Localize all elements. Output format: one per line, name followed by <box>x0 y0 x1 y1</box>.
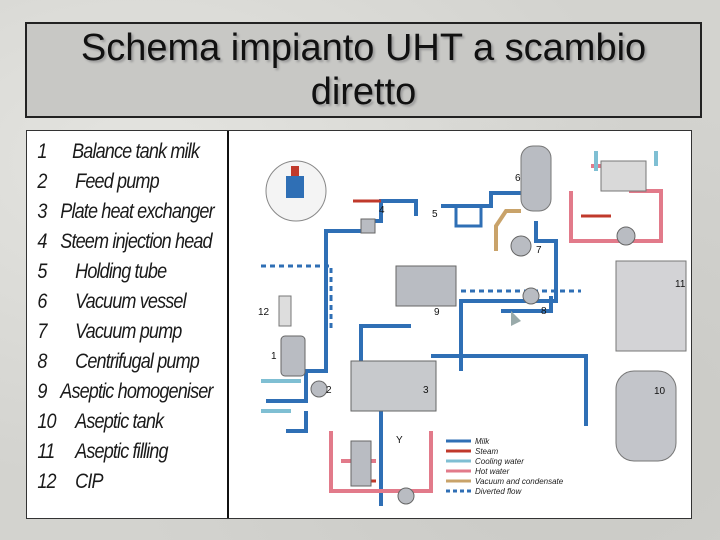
legend-label: Vacuum pump <box>75 320 182 343</box>
uht-plant-figure: 1 Balance tank milk 2 Feed pump 3 Plate heat … <box>26 130 692 519</box>
milk-line <box>286 411 308 433</box>
milk-line <box>501 296 553 313</box>
component-number: 7 <box>536 245 542 256</box>
milk-line <box>441 191 521 208</box>
steam-injection-head <box>360 218 376 234</box>
legend-item: 2 Feed pump <box>27 167 199 197</box>
legend-label: Steem injection head <box>60 230 212 253</box>
flow-key-label: Cooling water <box>475 457 524 466</box>
holding-tube <box>454 204 483 228</box>
milk-line <box>459 221 558 371</box>
legend-number: 10 <box>37 410 56 433</box>
legend-number: 7 <box>37 320 47 343</box>
legend-label: Feed pump <box>75 170 159 193</box>
aseptic-homogeniser <box>395 265 457 307</box>
centrifugal-pump-8 <box>522 287 540 305</box>
legend-label: Aseptic filling <box>75 440 168 463</box>
balance-tank <box>280 335 306 377</box>
milk-lines <box>266 191 588 506</box>
legend-label: Plate heat exchanger <box>60 200 214 223</box>
component-number: 11 <box>675 279 686 290</box>
legend-label: Aseptic homogeniser <box>60 380 213 403</box>
flow-key-label: Milk <box>475 437 490 446</box>
vacuum-vessel <box>520 145 552 212</box>
legend-item: 12 CIP <box>27 467 199 497</box>
legend-item: 1 Balance tank milk <box>27 137 200 167</box>
aseptic-tank <box>615 370 677 462</box>
component-number: 1 <box>271 351 277 362</box>
component-number: 2 <box>326 385 332 396</box>
legend-label: Holding tube <box>75 260 167 283</box>
legend-item: 7 Vacuum pump <box>27 317 199 347</box>
injection-head-steam <box>291 166 299 176</box>
legend-number: 3 <box>37 200 47 223</box>
slide-title-line-2: diretto <box>310 71 417 113</box>
legend-item: 6 Vacuum vessel <box>27 287 199 317</box>
legend-item: 3 Plate heat exchanger <box>27 197 214 227</box>
aseptic-filling-machine <box>615 260 687 352</box>
milk-line <box>359 324 411 371</box>
legend-number: 12 <box>37 470 56 493</box>
legend-number: 9 <box>37 380 47 403</box>
component-number: 9 <box>434 307 440 318</box>
legend-item: 4 Steem injection head <box>27 227 212 257</box>
bottom-heater <box>350 440 372 487</box>
flow-key-label: Vacuum and condensate <box>475 477 564 486</box>
legend-item: 8 Centrifugal pump <box>27 347 199 377</box>
component-number: 5 <box>432 209 438 220</box>
component-number: 12 <box>258 307 270 318</box>
flow-key-label: Hot water <box>475 467 510 476</box>
legend-number: 1 <box>37 140 47 163</box>
hot-water-pump <box>616 226 636 246</box>
legend-number: 5 <box>37 260 47 283</box>
legend-label: Vacuum vessel <box>75 290 186 313</box>
diverted-flow-lines <box>261 264 581 331</box>
legend-label: Balance tank milk <box>72 140 200 163</box>
bottom-pump <box>397 487 415 505</box>
component-number: 6 <box>515 173 521 184</box>
cooling-water-lines <box>261 151 658 413</box>
component-number: 4 <box>379 205 385 216</box>
legend-number: 11 <box>37 440 55 463</box>
plate-heat-exchanger <box>350 360 437 412</box>
vacuum-line <box>494 209 521 251</box>
flow-letter-y: Y <box>396 435 403 446</box>
component-number: 8 <box>541 306 547 317</box>
slide-title-line-1: Schema impianto UHT a scambio <box>80 27 647 69</box>
equipment <box>265 145 687 505</box>
component-number: 10 <box>654 386 666 397</box>
top-heat-exchanger <box>600 160 647 192</box>
vacuum-pump <box>510 235 532 257</box>
injection-head-body <box>286 176 304 198</box>
milk-line <box>366 199 418 223</box>
component-legend: 1 Balance tank milk 2 Feed pump 3 Plate heat … <box>27 131 229 518</box>
diverting-valve <box>511 311 521 326</box>
legend-item: 10 Aseptic tank <box>27 407 199 437</box>
vacuum-lines <box>494 209 521 251</box>
legend-item: 9 Aseptic homogeniser <box>27 377 213 407</box>
component-number: 3 <box>423 385 429 396</box>
hot-water-line <box>329 431 433 493</box>
legend-item: 5 Holding tube <box>27 257 199 287</box>
feed-pump <box>310 380 328 398</box>
milk-line <box>431 354 588 426</box>
legend-number: 4 <box>37 230 47 253</box>
flow-key-label: Steam <box>475 447 498 456</box>
legend-label: Aseptic tank <box>75 410 164 433</box>
slide-title-box: Schema impianto UHT a scambio diretto <box>25 22 702 118</box>
diverted-line <box>261 264 333 296</box>
legend-label: CIP <box>75 470 103 493</box>
legend-label: Centrifugal pump <box>75 350 200 373</box>
milk-line <box>266 351 328 403</box>
legend-number: 2 <box>37 170 47 193</box>
legend-number: 6 <box>37 290 47 313</box>
legend-number: 8 <box>37 350 47 373</box>
legend-item: 11 Aseptic filling <box>27 437 199 467</box>
flow-key-label: Diverted flow <box>475 487 522 496</box>
cip-unit <box>278 295 292 327</box>
